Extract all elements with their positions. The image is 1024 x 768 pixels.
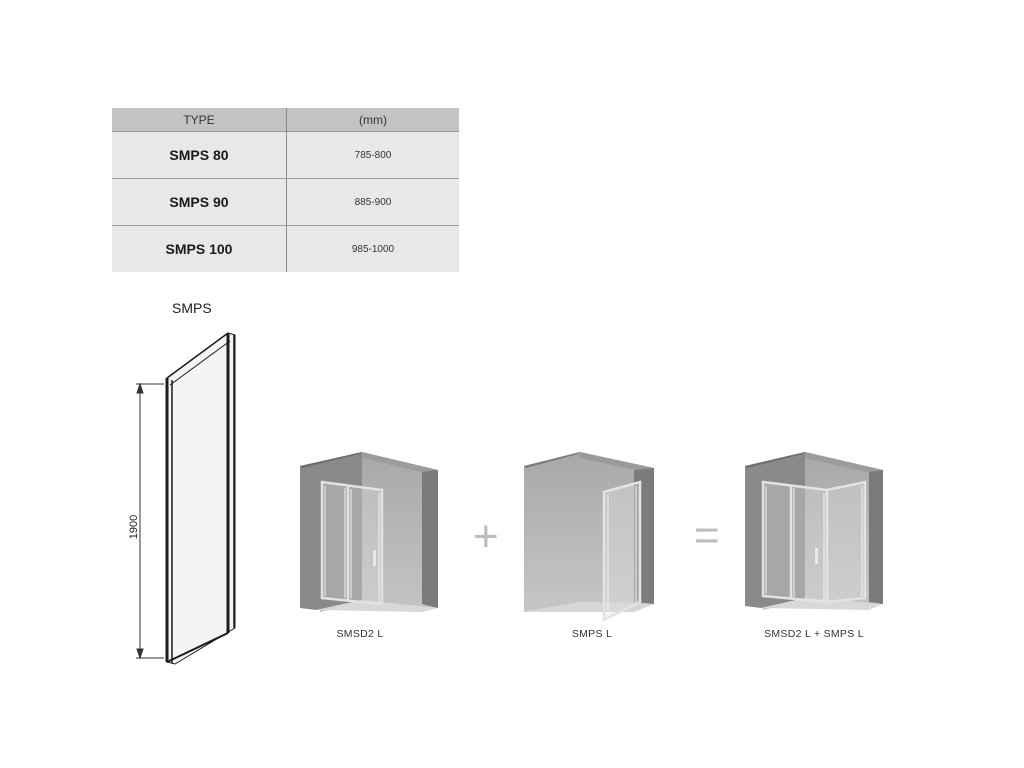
enclosure-smsd2-l bbox=[300, 452, 438, 612]
caption-smps-l: SMPS L bbox=[571, 628, 613, 640]
height-label: 1900 bbox=[128, 514, 140, 540]
panel-title: SMPS bbox=[172, 300, 212, 316]
caption-smsd2-l: SMSD2 L bbox=[336, 628, 384, 640]
door-handle bbox=[815, 548, 818, 564]
header-size: (mm) bbox=[286, 108, 459, 132]
cell-size: 985-1000 bbox=[286, 225, 459, 272]
header-type: TYPE bbox=[112, 108, 287, 132]
table-row: SMPS 90 885-900 bbox=[112, 178, 459, 226]
side-panel bbox=[602, 480, 642, 623]
sliding-door bbox=[761, 480, 829, 604]
cell-size: 785-800 bbox=[286, 131, 459, 179]
table-header-row: TYPE (mm) bbox=[112, 108, 459, 132]
cell-type: SMPS 100 bbox=[112, 225, 287, 272]
side-panel-drawing bbox=[136, 332, 236, 665]
cell-size: 885-900 bbox=[286, 178, 459, 226]
dimension-table: TYPE (mm) SMPS 80 785-800 SMPS 90 885-90… bbox=[112, 108, 459, 272]
caption-combined: SMSD2 L + SMPS L bbox=[764, 628, 864, 640]
enclosure-smps-l bbox=[524, 452, 654, 623]
side-panel bbox=[825, 480, 867, 604]
enclosure-combined bbox=[745, 452, 883, 610]
door-handle bbox=[373, 550, 376, 566]
table-row: SMPS 100 985-1000 bbox=[112, 225, 459, 272]
height-dimension-line bbox=[136, 382, 164, 660]
glass-panel bbox=[165, 332, 236, 665]
equals-sign: = bbox=[694, 511, 720, 560]
plus-sign: + bbox=[473, 512, 499, 561]
table-row: SMPS 80 785-800 bbox=[112, 131, 459, 179]
cell-type: SMPS 90 bbox=[112, 178, 287, 226]
sliding-door bbox=[320, 480, 384, 606]
cell-type: SMPS 80 bbox=[112, 131, 287, 179]
